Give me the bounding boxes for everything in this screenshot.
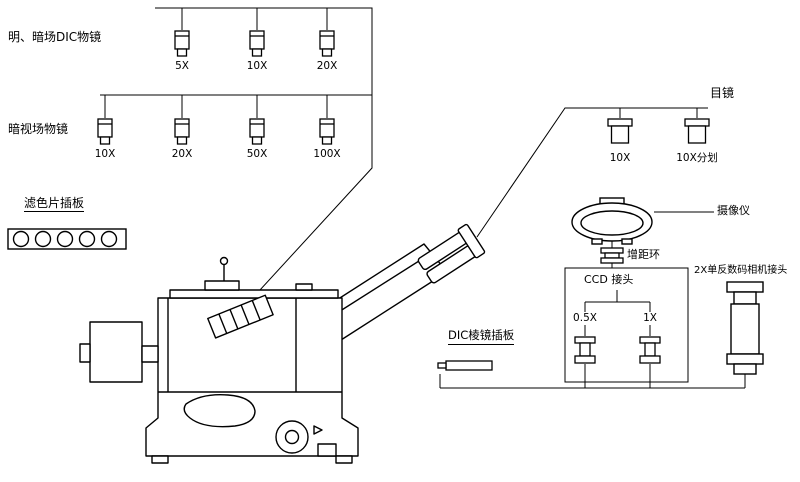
darkfield-objective-10x-label: 10X (94, 148, 116, 160)
eyepiece-10x-label: 10X (609, 152, 631, 164)
darkfield-objective-100x-label: 100X (313, 148, 341, 160)
dic-objective-20x-label: 20X (316, 60, 338, 72)
darkfield-objectives-group-label: 暗视场物镜 (8, 122, 69, 136)
dic-objective-10x-icon (249, 30, 265, 57)
eyepiece-10x-reticle-icon (684, 118, 710, 144)
lamp-housing (89, 321, 143, 383)
ccd-adapter-05x-label: 0.5X (571, 312, 599, 325)
extension-ring-label: 增距环 (627, 248, 660, 261)
binocular-head (417, 223, 486, 284)
slr-adapter-icon (726, 281, 764, 375)
ccd-adapter-label: CCD 接头 (584, 273, 634, 286)
darkfield-objective-50x-label: 50X (246, 148, 268, 160)
eyepiece-group-label: 目镜 (710, 86, 735, 100)
slr-adapter-label: 2X单反数码相机接头 (694, 265, 788, 276)
eyepiece-10x-reticle-label: 10X分划 (676, 152, 718, 164)
dic-objective-10x-label: 10X (246, 60, 268, 72)
dic-objective-5x-label: 5X (175, 60, 189, 72)
camera-icon (571, 197, 653, 245)
darkfield-objective-100x-icon (319, 118, 335, 145)
dic-objective-5x-icon (174, 30, 190, 57)
darkfield-objective-10x-icon (97, 118, 113, 145)
darkfield-objective-20x-icon (174, 118, 190, 145)
stage (169, 289, 339, 299)
eyepiece-10x-icon (607, 118, 633, 144)
camera-label: 摄像仪 (717, 204, 750, 217)
dic-objectives-group-label: 明、暗场DIC物镜 (8, 30, 102, 44)
filter-slider-icon (7, 228, 127, 250)
darkfield-objective-20x-label: 20X (171, 148, 193, 160)
dic-prism-slider-icon (437, 360, 493, 371)
nosepiece-turret (207, 294, 274, 339)
dic-prism-slider-label: DIC棱镜插板 (448, 328, 515, 345)
dic-objective-20x-icon (319, 30, 335, 57)
extension-ring-icon (600, 247, 624, 264)
filter-slider-label: 滤色片插板 (24, 196, 85, 213)
microscope-body (79, 223, 486, 464)
darkfield-objective-50x-icon (249, 118, 265, 145)
front-recess (183, 394, 256, 428)
ccd-adapter-1x-label: 1X (641, 312, 659, 325)
